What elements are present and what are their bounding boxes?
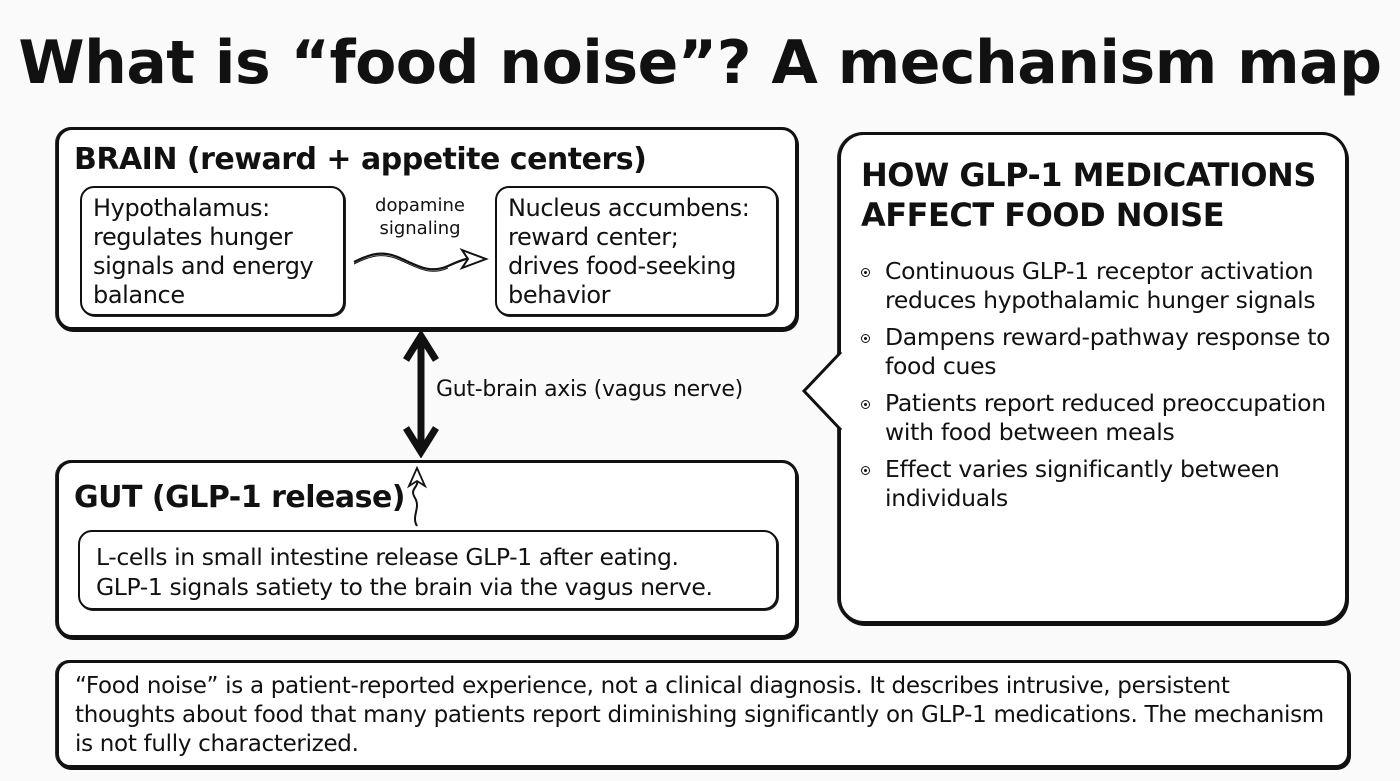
disclaimer-text: “Food noise” is a patient-reported exper… [75,673,1324,757]
bullet-icon [861,400,870,409]
gut-heading: GUT (GLP-1 release) [74,480,406,515]
gut-brain-axis-label: Gut-brain axis (vagus nerve) [436,377,743,402]
hypothalamus-box: Hypothalamus: regulates hunger signals a… [80,186,345,316]
glp1-medications-panel: HOW GLP-1 MEDICATIONS AFFECT FOOD NOISE … [838,132,1348,624]
bullet-icon [861,268,870,277]
gut-description-text: L-cells in small intestine release GLP-1… [96,543,713,601]
glp1-heading: HOW GLP-1 MEDICATIONS AFFECT FOOD NOISE [861,156,1316,234]
wavy-arrow-up-icon [406,466,428,527]
bidirectional-arrow-icon [403,330,439,458]
list-item: Patients report reduced preoccupation wi… [861,389,1339,447]
gut-description-box: L-cells in small intestine release GLP-1… [78,530,778,610]
bullet-icon [861,334,870,343]
nucleus-accumbens-box: Nucleus accumbens: reward center; drives… [495,186,778,316]
bullet-icon [861,466,870,475]
disclaimer-note: “Food noise” is a patient-reported exper… [56,660,1350,768]
list-item: Continuous GLP-1 receptor activation red… [861,257,1339,315]
glp1-effects-list: Continuous GLP-1 receptor activation red… [861,257,1339,521]
callout-pointer-icon [801,350,844,432]
dopamine-signaling-label: dopamine signaling [375,195,465,239]
hypothalamus-text: Hypothalamus: regulates hunger signals a… [93,194,314,309]
brain-heading: BRAIN (reward + appetite centers) [74,142,647,177]
wavy-arrow-right-icon [353,247,489,272]
list-item: Effect varies significantly between indi… [861,455,1339,513]
nucleus-accumbens-text: Nucleus accumbens: reward center; drives… [508,194,750,309]
list-item: Dampens reward-pathway response to food … [861,323,1339,381]
page-title: What is “food noise”? A mechanism map [18,28,1382,98]
